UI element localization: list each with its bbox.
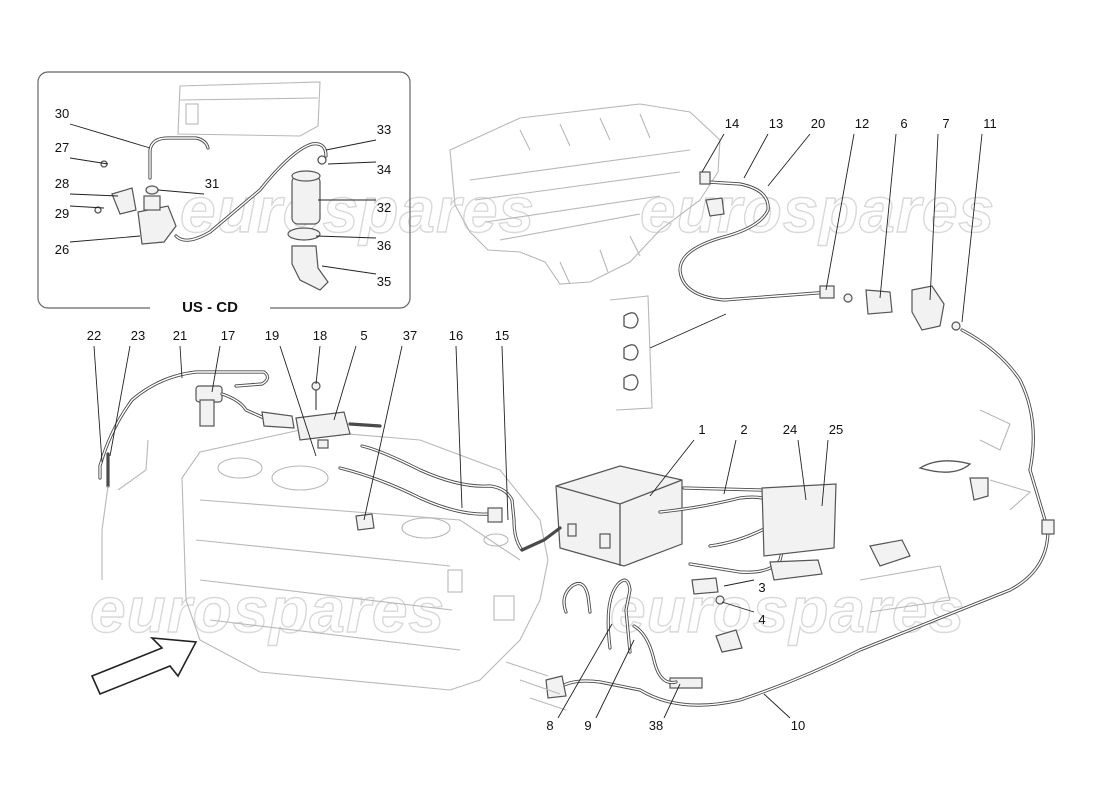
tank-top-components: [98, 370, 562, 580]
us-cd-inset: US - CD: [37, 71, 411, 316]
leader-line-21: [179, 345, 183, 379]
callout-17: 17: [221, 328, 235, 343]
leader-line-30: [69, 123, 151, 149]
callout-18: 18: [313, 328, 327, 343]
callout-21: 21: [173, 328, 187, 343]
leader-line-2: [723, 439, 737, 495]
callout-24: 24: [783, 422, 797, 437]
callout-13: 13: [769, 116, 783, 131]
callout-27: 27: [55, 140, 69, 155]
callout-7: 7: [942, 116, 949, 131]
callout-5: 5: [360, 328, 367, 343]
leader-line-16: [455, 345, 463, 509]
callout-2: 2: [740, 422, 747, 437]
callout-32: 32: [377, 200, 391, 215]
callout-20: 20: [811, 116, 825, 131]
leader-line-7: [929, 133, 939, 301]
callout-6: 6: [900, 116, 907, 131]
leader-line-15: [501, 345, 509, 521]
leader-line-4: [721, 601, 755, 613]
leader-line-3: [723, 579, 755, 587]
watermark-top-left: eurospares: [180, 174, 535, 246]
leader-line-35: [321, 265, 377, 275]
callout-15: 15: [495, 328, 509, 343]
leader-line-29: [69, 205, 105, 209]
leader-line-31: [157, 189, 205, 195]
intake-manifold: [449, 103, 721, 285]
leader-line-14: [701, 133, 725, 173]
leader-line-5: [333, 345, 357, 421]
leader-line-24: [797, 439, 807, 501]
leader-line-25: [821, 439, 829, 507]
callout-25: 25: [829, 422, 843, 437]
leader-line-27: [69, 157, 109, 165]
callout-33: 33: [377, 122, 391, 137]
callout-1: 1: [698, 422, 705, 437]
callout-16: 16: [449, 328, 463, 343]
callout-34: 34: [377, 162, 391, 177]
right-clips: [859, 409, 1032, 613]
leader-line-1: [649, 439, 695, 497]
purge-line-lower: [545, 519, 1055, 707]
leader-line-17: [211, 345, 221, 393]
leader-line-11: [961, 133, 983, 323]
callout-14: 14: [725, 116, 739, 131]
callout-37: 37: [403, 328, 417, 343]
callout-8: 8: [546, 718, 553, 733]
leader-line-34: [327, 161, 377, 165]
watermark-bottom-left: eurospares: [90, 574, 445, 646]
callout-10: 10: [791, 718, 805, 733]
callout-35: 35: [377, 274, 391, 289]
leader-line-20: [767, 133, 811, 187]
leader-line-9: [595, 639, 635, 719]
purge-line-upper: [609, 171, 1050, 532]
callout-3: 3: [758, 580, 765, 595]
callout-30: 30: [55, 106, 69, 121]
callout-12: 12: [855, 116, 869, 131]
callout-29: 29: [55, 206, 69, 221]
leader-line-33: [325, 139, 377, 151]
fuel-tank: [181, 429, 549, 691]
leader-line-22: [93, 345, 103, 463]
leader-line-36: [315, 235, 377, 239]
direction-arrow: [90, 637, 198, 696]
leader-line-13: [743, 133, 769, 179]
callout-31: 31: [205, 176, 219, 191]
inset-title: US - CD: [182, 299, 238, 316]
leader-line-37: [363, 345, 403, 521]
watermark-bottom-right: eurospares: [610, 574, 965, 646]
leader-line-18: [315, 345, 321, 385]
inset-title-backing: [150, 298, 270, 316]
leader-line-26: [69, 235, 141, 243]
callout-38: 38: [649, 718, 663, 733]
callout-26: 26: [55, 242, 69, 257]
callout-28: 28: [55, 176, 69, 191]
callout-36: 36: [377, 238, 391, 253]
callout-11: 11: [983, 116, 997, 131]
callout-23: 23: [131, 328, 145, 343]
callout-19: 19: [265, 328, 279, 343]
callout-4: 4: [758, 612, 765, 627]
leader-line-38: [663, 683, 681, 719]
watermark-top-right: eurospares: [640, 174, 995, 246]
leader-line-6: [879, 133, 897, 299]
leader-line-10: [763, 693, 791, 719]
callout-9: 9: [584, 718, 591, 733]
watermarks: eurospares eurospares eurospares eurospa…: [89, 173, 995, 646]
leader-line-8: [557, 623, 613, 719]
callout-22: 22: [87, 328, 101, 343]
leader-line-12: [825, 133, 855, 291]
charcoal-canister: [555, 465, 837, 653]
leader-line-19: [279, 345, 317, 457]
leader-line-23: [109, 345, 131, 457]
leader-line-28: [69, 193, 119, 197]
lower-hoses: [505, 578, 678, 711]
